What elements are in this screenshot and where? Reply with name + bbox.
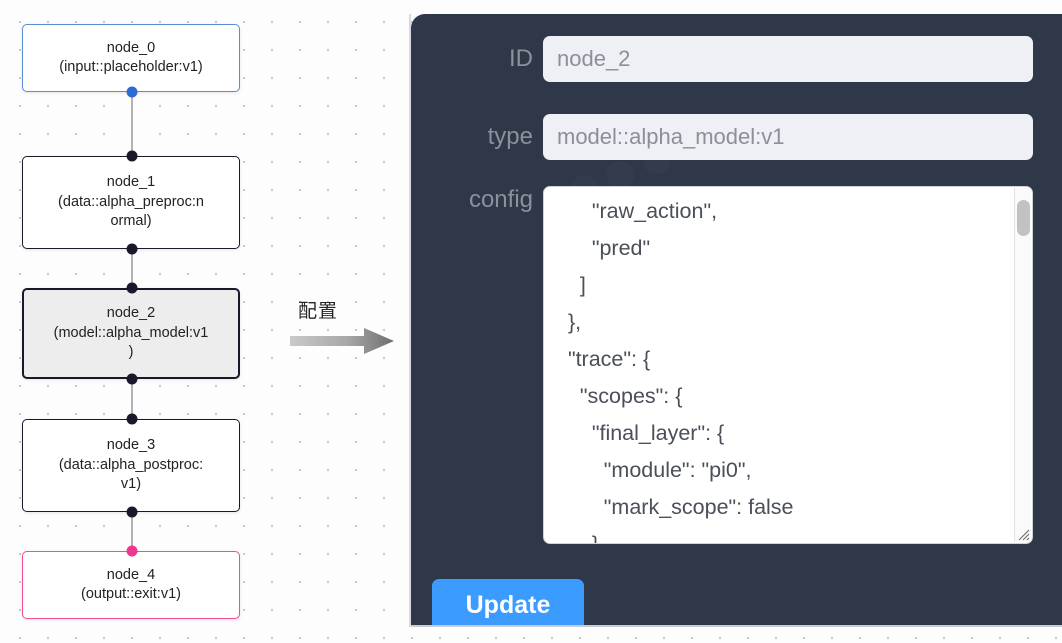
- flow-node-node_0[interactable]: node_0 (input::placeholder:v1): [22, 24, 240, 92]
- type-input[interactable]: [543, 114, 1033, 160]
- node-handle-source-node_2[interactable]: [126, 373, 138, 385]
- config-scrollbar[interactable]: [1014, 188, 1031, 542]
- node-handle-source-node_3[interactable]: [126, 506, 138, 518]
- node-handle-source-node_1[interactable]: [126, 243, 138, 255]
- flow-node-node_3[interactable]: node_3 (data::alpha_postproc: v1): [22, 419, 240, 512]
- flow-node-node_1[interactable]: node_1 (data::alpha_preproc:n ormal): [22, 156, 240, 249]
- field-row-id: ID: [423, 36, 1033, 82]
- flow-node-label: node_1 (data::alpha_preproc:n ormal): [58, 174, 204, 230]
- flow-node-label: node_3 (data::alpha_postproc: v1): [58, 437, 204, 493]
- edge-node3-node4: [131, 512, 133, 551]
- node-handle-target-node_4[interactable]: [126, 545, 138, 557]
- node-handle-target-node_1[interactable]: [126, 150, 138, 162]
- type-field-label: type: [487, 123, 533, 150]
- panel-bottom-divider: [411, 625, 1062, 627]
- resize-handle-icon[interactable]: [1016, 527, 1030, 541]
- flow-node-label: node_4 (output::exit:v1): [81, 566, 181, 603]
- id-input[interactable]: [543, 36, 1033, 82]
- arrow-right-icon: [290, 328, 394, 354]
- config-field-label: config: [468, 186, 533, 213]
- edge-node0-node1: [131, 92, 133, 156]
- flow-node-node_2[interactable]: node_2 (model::alpha_model:v1 ): [22, 288, 240, 379]
- field-row-config: config "raw_action", "pred" ] }, "trace"…: [423, 186, 1033, 544]
- edge-node1-node2: [131, 249, 133, 288]
- flow-node-label: node_2 (model::alpha_model:v1 ): [53, 305, 209, 361]
- annotation-group: 配置: [290, 296, 400, 362]
- annotation-label: 配置: [298, 301, 339, 322]
- panel-left-divider: [409, 14, 411, 627]
- config-scrollbar-thumb[interactable]: [1017, 200, 1030, 236]
- node-handle-target-node_2[interactable]: [126, 282, 138, 294]
- id-field-label: ID: [509, 45, 533, 72]
- config-textarea-wrapper: "raw_action", "pred" ] }, "trace": { "sc…: [543, 186, 1033, 544]
- edge-node2-node3: [131, 379, 133, 419]
- flow-node-label: node_0 (input::placeholder:v1): [59, 39, 203, 76]
- field-row-type: type: [423, 114, 1033, 160]
- config-textarea[interactable]: "raw_action", "pred" ] }, "trace": { "sc…: [543, 186, 1033, 544]
- flow-node-node_4[interactable]: node_4 (output::exit:v1): [22, 551, 240, 619]
- update-button[interactable]: Update: [432, 579, 584, 625]
- node-handle-source-node_0[interactable]: [126, 86, 138, 98]
- config-panel: ●●● ID type config "raw_action", "pred" …: [411, 14, 1062, 625]
- node-handle-target-node_3[interactable]: [126, 413, 138, 425]
